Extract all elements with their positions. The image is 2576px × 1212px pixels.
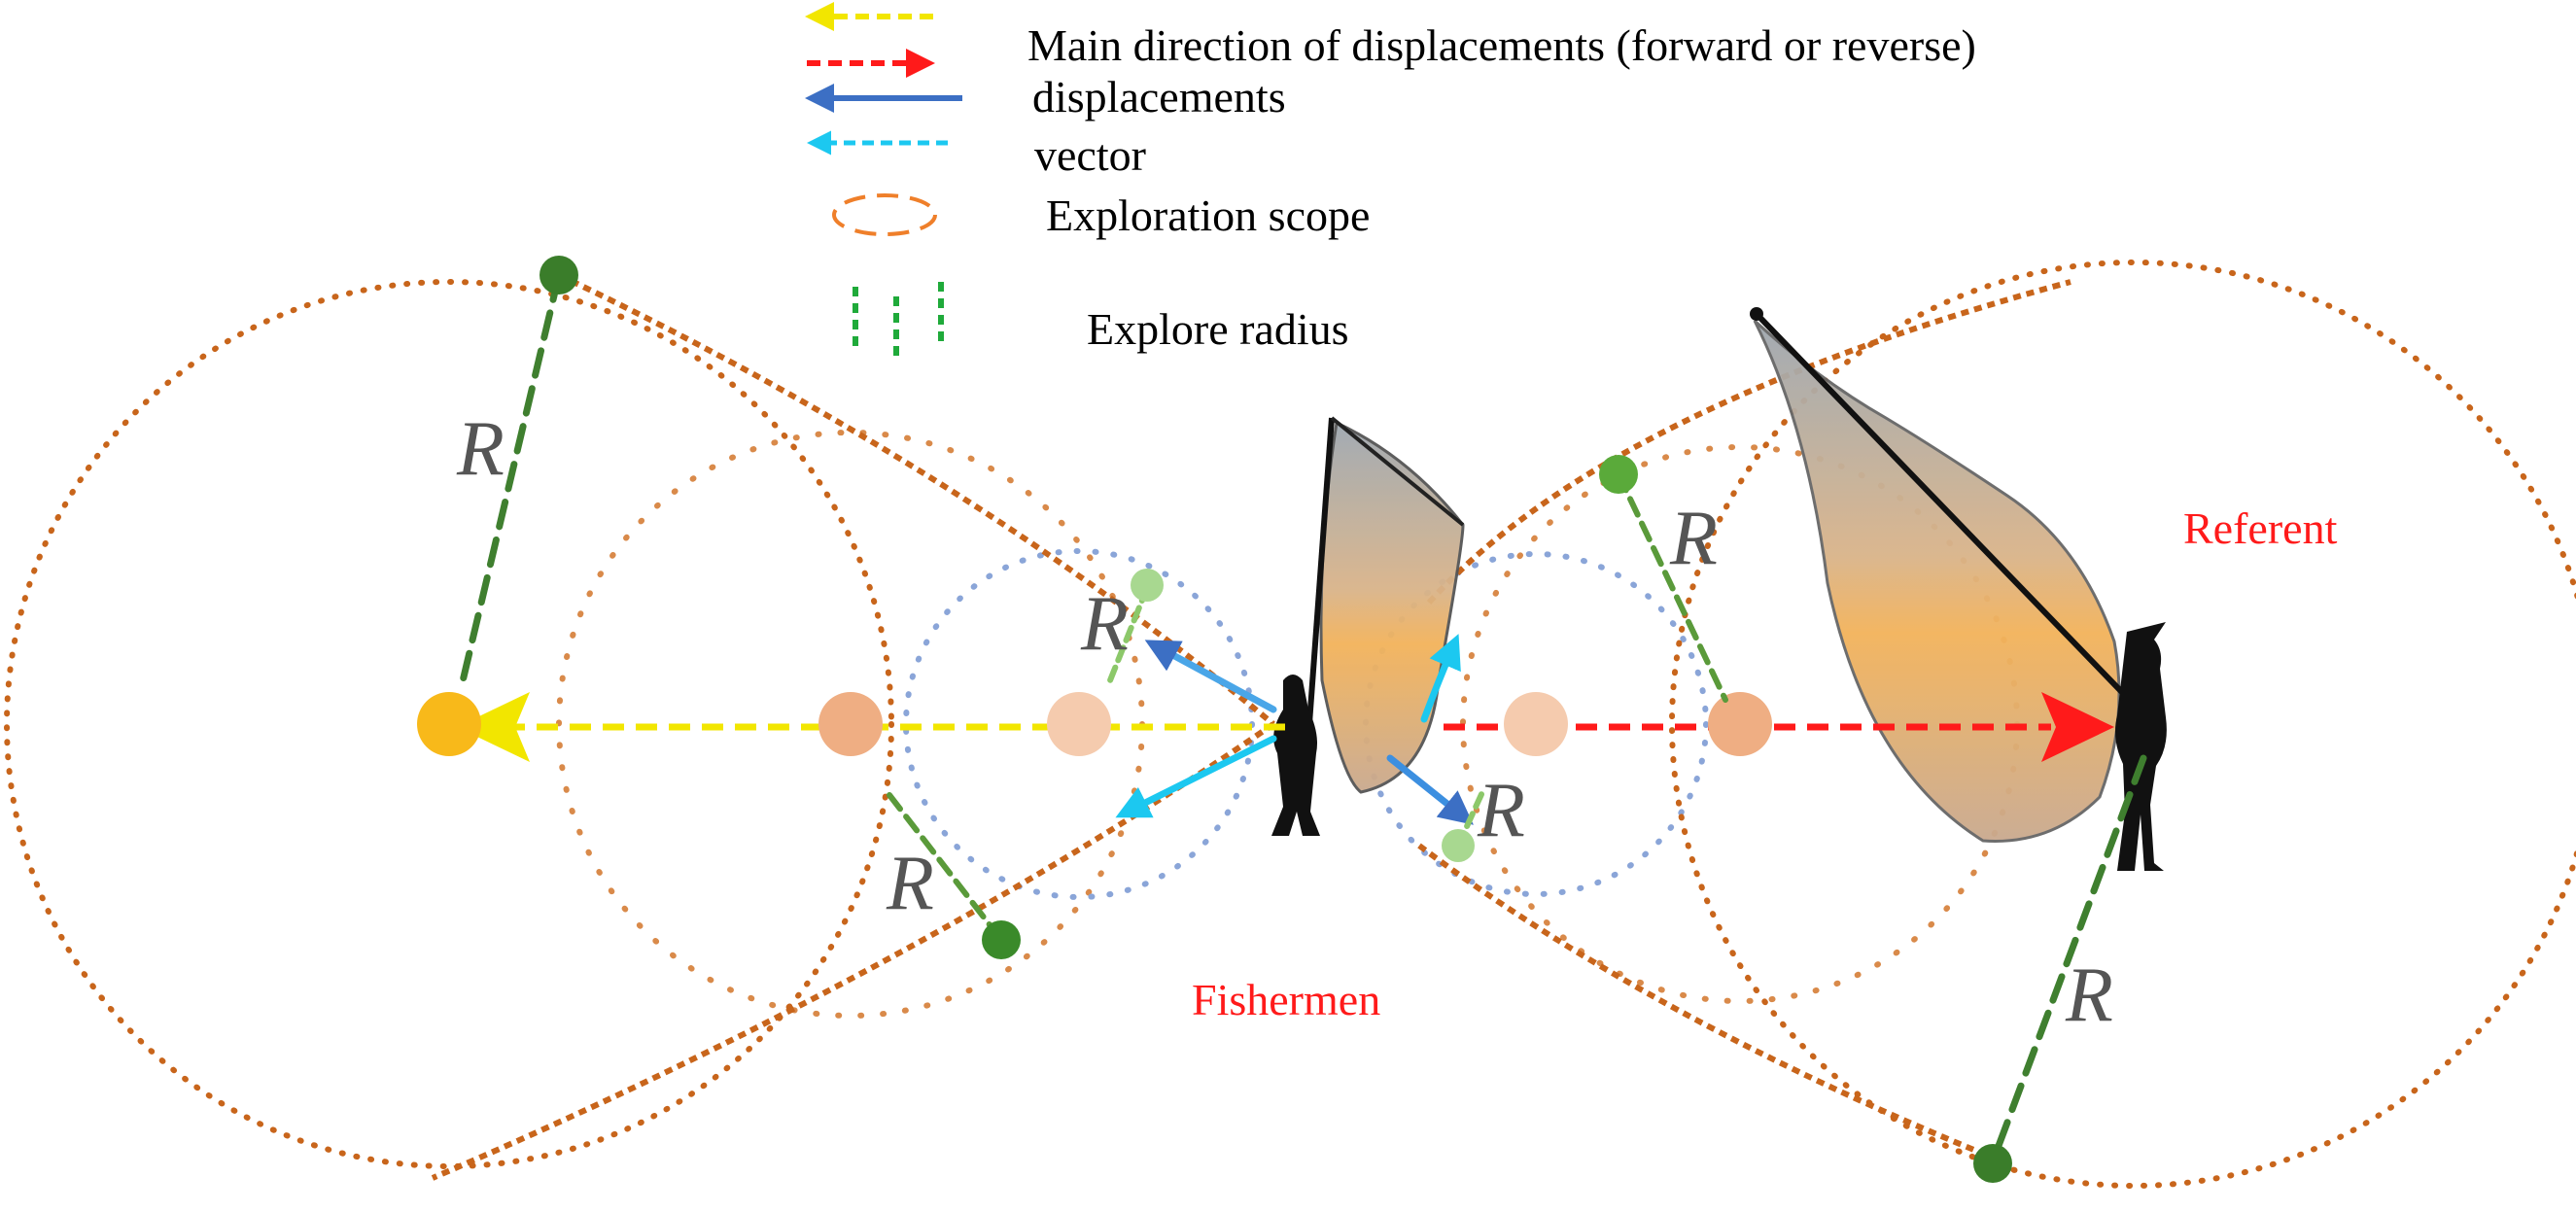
legend-item-vector: vector <box>807 130 1146 180</box>
envelope-bottom-right <box>1417 843 2004 1164</box>
radius-end-dot-left-middle <box>982 920 1021 959</box>
left-outer-circle <box>4 279 894 1169</box>
displacement-arrows <box>1115 634 1474 825</box>
radius-label-left-middle: R <box>886 841 934 926</box>
red-arrowhead-icon <box>2041 692 2114 762</box>
legend-item-displacements: displacements <box>805 72 1286 121</box>
radius-line-left-outer <box>458 271 563 689</box>
referent-pole-icon <box>1754 311 2146 717</box>
legend-item-main-direction: Main direction of displacements (forward… <box>805 2 1976 78</box>
blue-displacement-arrow-upper-left <box>1144 640 1277 713</box>
radius-label-left-outer: R <box>456 406 505 492</box>
envelope-bottom-left <box>431 721 1275 1181</box>
right-outer-circle <box>1669 260 2576 1189</box>
radius-label-right-outer: R <box>2065 952 2113 1038</box>
legend: Main direction of displacements (forward… <box>805 2 1976 360</box>
left-near-position-dot <box>1047 692 1111 756</box>
radius-line-right-outer <box>1989 754 2147 1165</box>
yellow-arrowhead-icon <box>457 692 530 762</box>
position-dots <box>417 692 1772 756</box>
radius-end-dot-left-inner <box>1131 569 1164 602</box>
radius-end-dot-right-outer <box>1973 1144 2012 1183</box>
referent-label: Referent <box>2183 503 2338 553</box>
cyan-vector-arrow-upper-right <box>1420 634 1461 723</box>
legend-label-explore-radius: Explore radius <box>1087 304 1349 354</box>
legend-orange-ellipse-icon <box>832 193 937 236</box>
radius-label-right-middle: R <box>1669 496 1718 581</box>
cyan-vector-arrow-lower-left <box>1115 735 1277 818</box>
radius-end-dot-right-inner <box>1442 829 1475 862</box>
legend-label-vector: vector <box>1034 130 1146 180</box>
radius-labels: R R R R R R <box>456 406 2113 1038</box>
blue-displacement-arrow-lower-right <box>1386 754 1474 825</box>
fishermen-pole-icon-2 <box>1330 416 1465 527</box>
legend-label-exploration-scope: Exploration scope <box>1046 190 1370 240</box>
radius-line-left-inner <box>1105 585 1150 688</box>
legend-label-main-direction: Main direction of displacements (forward… <box>1027 20 1976 70</box>
right-near-position-dot <box>1504 692 1568 756</box>
fishermen-label: Fishermen <box>1192 975 1380 1024</box>
legend-item-explore-radius: Explore radius <box>853 282 1349 360</box>
radius-line-right-middle <box>1616 471 1728 703</box>
left-mid-position-dot <box>818 692 883 756</box>
radius-end-dot-left-outer <box>540 256 578 294</box>
radius-label-left-inner: R <box>1080 581 1129 667</box>
referent-figure <box>1750 307 2167 871</box>
radius-end-dots <box>540 256 2012 1183</box>
right-mid-position-dot <box>1708 692 1772 756</box>
left-far-position-dot <box>417 692 481 756</box>
envelope-top-right <box>1426 279 2071 606</box>
radius-label-right-inner: R <box>1477 768 1525 853</box>
referent-pole-tip-icon <box>1750 307 1763 321</box>
legend-item-exploration-scope: Exploration scope <box>832 190 1370 240</box>
legend-label-displacements: displacements <box>1032 72 1286 121</box>
radius-line-left-middle <box>887 792 1004 943</box>
referent-net-icon <box>1753 319 2121 843</box>
fishermen-figure <box>1271 416 1465 836</box>
referent-person-icon <box>2115 622 2167 871</box>
radius-end-dot-right-middle <box>1599 455 1638 494</box>
fishermen-net-icon <box>1319 420 1465 794</box>
fishermen-person-icon <box>1271 675 1320 836</box>
radius-lines <box>458 271 2147 1165</box>
